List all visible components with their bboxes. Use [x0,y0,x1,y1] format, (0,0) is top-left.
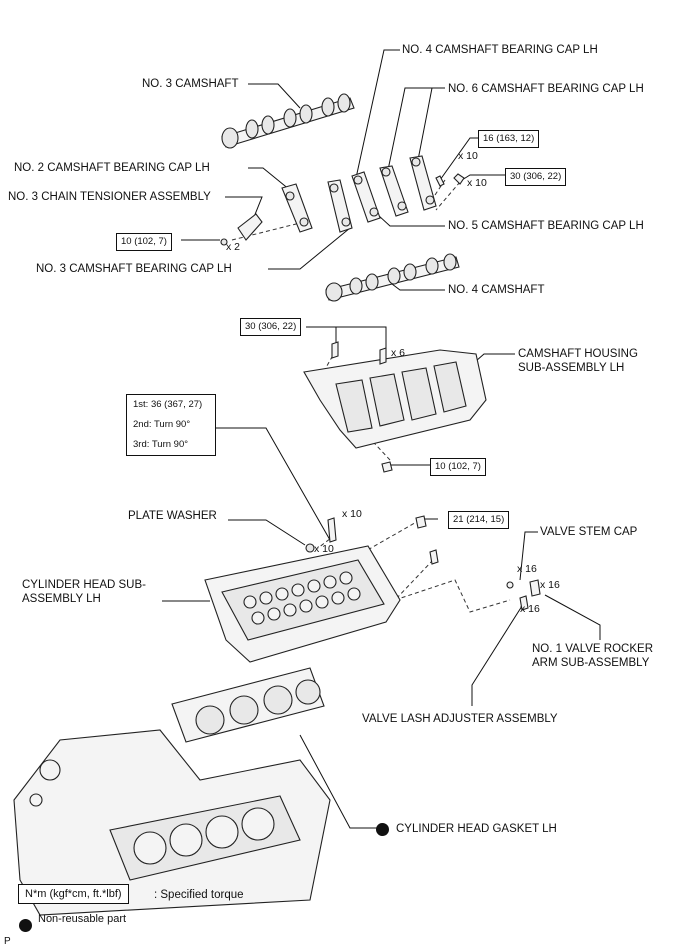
torque-box-30-caps: 30 (306, 22) [505,168,567,186]
torque-box-30-housing: 30 (306, 22) [240,318,302,336]
engine-block-drawing [13,729,331,916]
label-no4-bearing-cap: NO. 4 CAMSHAFT BEARING CAP LH [402,44,598,56]
qty-plate-washers: x 10 [314,543,334,555]
label-no6-bearing-cap: NO. 6 CAMSHAFT BEARING CAP LH [448,83,644,95]
footer-code: P [4,936,11,947]
label-no3-camshaft: NO. 3 CAMSHAFT [142,78,239,90]
label-no4-camshaft: NO. 4 CAMSHAFT [448,284,545,296]
label-no2-bearing-cap: NO. 2 CAMSHAFT BEARING CAP LH [14,162,210,174]
valvetrain-parts-drawing [506,579,541,611]
label-valve-rocker-arm: NO. 1 VALVE ROCKER ARM SUB-ASSEMBLY [532,643,653,669]
head-gasket-drawing [171,667,325,743]
legend-torque-text: : Specified torque [154,889,244,901]
legend-nonreusable-text: Non-reusable part [38,913,127,925]
torque-box-16: 16 (163, 12) [478,130,540,148]
cylinder-head-drawing [204,515,439,663]
legend-nonreusable-dot [19,919,32,932]
qty-16-bolts: x 10 [458,150,478,162]
qty-tensioner-bolts: x 2 [226,241,241,253]
cap-bolts-drawing [435,173,465,187]
no4-camshaft-drawing [325,253,460,302]
head-bolt-step-2: 2nd: Turn 90° [133,419,191,430]
torque-box-10-tensioner: 10 (102, 7) [116,233,172,251]
bearing-caps-drawing [281,155,437,233]
head-bolt-torque-box: 1st: 36 (367, 27) 2nd: Turn 90° 3rd: Tur… [126,394,216,456]
label-valve-stem-cap: VALVE STEM CAP [540,526,638,538]
head-bolt-step-1: 1st: 36 (367, 27) [133,399,203,410]
label-no3-chain-tensioner: NO. 3 CHAIN TENSIONER ASSEMBLY [8,191,211,203]
legend-torque-box: N*m (kgf*cm, ft.*lbf) [18,884,129,904]
head-bolt-step-3: 3rd: Turn 90° [133,439,189,450]
qty-lash-adjusters: x 16 [520,603,540,615]
label-cylinder-head-gasket: CYLINDER HEAD GASKET LH [396,823,557,835]
label-cylinder-head: CYLINDER HEAD SUB-ASSEMBLY LH [22,579,146,605]
qty-head-bolts: x 10 [342,508,362,520]
leader-lines [162,49,601,829]
camshaft-housing-drawing [303,341,487,473]
label-valve-lash-adjuster: VALVE LASH ADJUSTER ASSEMBLY [362,713,558,725]
chain-tensioner-drawing [220,213,263,246]
torque-box-10-housing: 10 (102, 7) [430,458,486,476]
label-plate-washer: PLATE WASHER [128,510,217,522]
label-no3-bearing-cap: NO. 3 CAMSHAFT BEARING CAP LH [36,263,232,275]
qty-housing-bolts: x 6 [391,347,406,359]
label-no5-bearing-cap: NO. 5 CAMSHAFT BEARING CAP LH [448,220,644,232]
nonreusable-marker [376,823,389,836]
torque-box-21: 21 (214, 15) [448,511,510,529]
label-camshaft-housing: CAMSHAFT HOUSING SUB-ASSEMBLY LH [518,348,638,374]
qty-rocker-arms: x 16 [540,579,560,591]
qty-valve-stem-caps: x 16 [517,563,537,575]
qty-30-bolts: x 10 [467,177,487,189]
no3-camshaft-drawing [221,93,355,149]
